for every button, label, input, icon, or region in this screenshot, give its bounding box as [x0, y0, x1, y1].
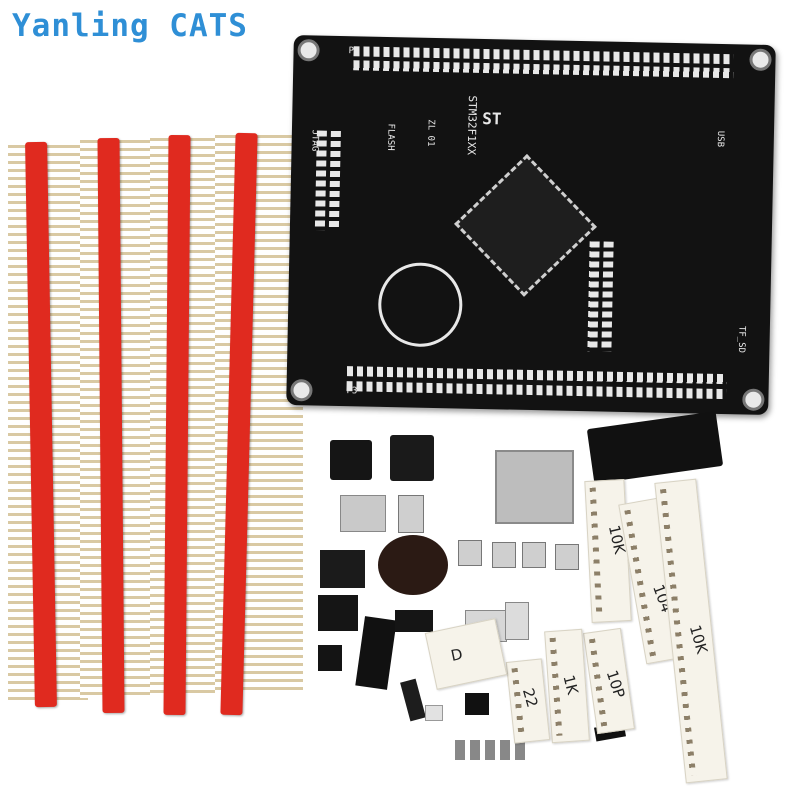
ams-regulator	[400, 678, 426, 722]
crystal-small	[505, 602, 529, 640]
stm32-board: STM32F1XX ST ZL 01 FLASH JTAG USB TF_SD …	[286, 34, 776, 416]
slide-switch	[398, 495, 424, 533]
connector-p2-label: P2	[348, 46, 360, 57]
tact-switch-3	[522, 542, 546, 568]
tape-22: 22	[505, 658, 551, 744]
chip-label: STM32F1XX	[464, 95, 480, 156]
tape-10k-a: 10K	[584, 479, 632, 623]
jtag-label: JTAG	[309, 129, 320, 152]
mini-usb-connector	[340, 495, 386, 532]
socket-header-small	[330, 440, 372, 480]
mount-hole-bl	[290, 379, 313, 402]
sd-card-slot	[495, 450, 574, 524]
tape-diodes: D	[424, 618, 508, 690]
tape-holes	[589, 638, 608, 727]
flash-label: FLASH	[385, 123, 396, 151]
tape-1k: 1K	[544, 628, 590, 744]
tape-label: 10P	[602, 667, 629, 701]
coin-battery-holder	[378, 535, 448, 595]
mount-hole-tr	[749, 48, 772, 71]
tape-label: 1K	[559, 673, 582, 697]
soic-chip	[318, 645, 342, 671]
socket-header-large	[390, 435, 434, 481]
jumper-cap	[465, 693, 489, 715]
tape-label: 22	[518, 686, 542, 710]
model-label: ZL 01	[425, 119, 436, 147]
jtag-pads-2	[328, 130, 341, 231]
tape-holes	[549, 637, 563, 736]
tact-switch-4	[555, 544, 579, 570]
right-pads-1	[587, 241, 600, 352]
tf-label: TF_SD	[735, 325, 747, 354]
jumper-block	[395, 610, 433, 632]
ic-socket	[320, 550, 365, 588]
battery-outline	[377, 261, 464, 348]
led-part	[425, 705, 443, 721]
mount-hole-tl	[297, 39, 320, 62]
tape-label: D	[449, 644, 465, 665]
watermark-text: Yanling CATS	[12, 8, 248, 44]
idc-box-header	[586, 411, 724, 484]
usb-label: USB	[714, 130, 726, 148]
brand-label: ST	[482, 108, 502, 129]
mount-hole-br	[742, 388, 765, 411]
tact-switch-2	[492, 542, 516, 568]
connector-p3-label: P3	[346, 386, 358, 397]
tact-switch-1	[458, 540, 482, 566]
mcu-chip	[454, 153, 597, 297]
flash-socket	[318, 595, 358, 631]
smd-parts-row	[455, 740, 525, 760]
right-pads-2	[601, 241, 614, 352]
female-header	[355, 616, 397, 690]
tape-holes	[589, 487, 603, 616]
bottom-pad-row-1	[346, 381, 727, 400]
tape-10p: 10P	[583, 627, 635, 735]
tape-label: 10K	[685, 622, 712, 656]
